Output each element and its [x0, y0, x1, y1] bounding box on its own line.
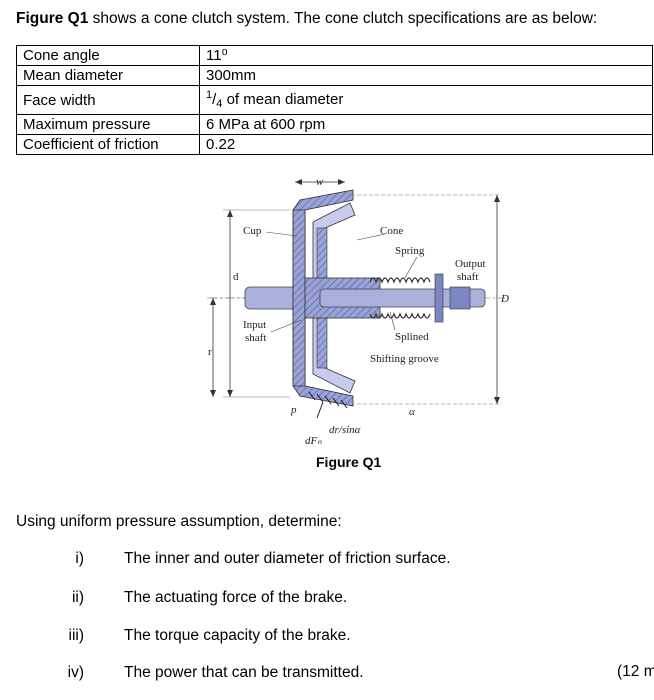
label-output-shaft-1: Output: [455, 258, 486, 270]
label-output-shaft-2: shaft: [457, 271, 478, 283]
dimension-w: [295, 179, 345, 185]
label-D: D: [500, 293, 509, 305]
label-input-shaft-1: Input: [243, 319, 266, 331]
table-row: Face width 1/4 of mean diameter: [16, 85, 653, 115]
spec-label-face-width: Face width: [16, 85, 200, 115]
dimension-r: [207, 297, 265, 397]
question-text: The actuating force of the brake.: [124, 589, 348, 606]
question-number: ii): [71, 589, 84, 606]
label-dr: dr/sinα: [329, 424, 361, 436]
question-text: The inner and outer diameter of friction…: [124, 550, 451, 567]
label-input-shaft-2: shaft: [245, 332, 266, 344]
label-alpha: α: [409, 406, 415, 418]
table-row: Cone angle 11⁰: [16, 45, 653, 66]
spec-value-mean-diameter: 300mm: [199, 65, 653, 86]
spec-value-friction: 0.22: [199, 134, 653, 155]
label-cup: Cup: [243, 225, 262, 237]
spec-label-friction: Coefficient of friction: [16, 134, 200, 155]
question-number: i): [75, 550, 84, 567]
figure-caption: Figure Q1: [316, 454, 382, 470]
question-lead: Using uniform pressure assumption, deter…: [16, 513, 342, 530]
spec-value-cone-angle: 11⁰: [199, 45, 653, 66]
spring: [369, 277, 431, 284]
label-shifting-groove: Shifting groove: [370, 353, 439, 365]
label-p: p: [290, 404, 297, 416]
collar: [449, 286, 471, 310]
label-splined: Splined: [395, 331, 429, 343]
label-spring: Spring: [395, 245, 425, 257]
spec-label-mean-diameter: Mean diameter: [16, 65, 200, 86]
dimension-D: [345, 194, 501, 405]
spec-value-face-width: 1/4 of mean diameter: [199, 85, 653, 115]
label-dFn: dFₙ: [305, 435, 322, 447]
table-row: Mean diameter 300mm: [16, 65, 653, 86]
question-number: iii): [68, 627, 85, 644]
table-row: Coefficient of friction 0.22: [16, 134, 653, 155]
question-text: The power that can be transmitted.: [124, 664, 364, 681]
table-row: Maximum pressure 6 MPa at 600 rpm: [16, 114, 653, 135]
label-d: d: [233, 271, 239, 283]
cone-clutch-figure: d r D w: [205, 170, 515, 470]
spec-label-max-pressure: Maximum pressure: [16, 114, 200, 135]
question-number: iv): [67, 664, 84, 681]
output-shaft: [319, 288, 486, 308]
label-r: r: [208, 346, 212, 358]
spec-value-max-pressure: 6 MPa at 600 rpm: [199, 114, 653, 135]
cone-clutch-diagram: d r D w: [207, 176, 509, 447]
question-text: The torque capacity of the brake.: [124, 627, 351, 644]
intro-paragraph: Figure Q1 shows a cone clutch system. Th…: [16, 10, 597, 28]
marks-label: (12 m: [617, 663, 654, 680]
fraction: 1/4: [206, 89, 223, 110]
label-w: w: [316, 176, 324, 188]
dimension-d: [223, 209, 290, 398]
figure-reference: Figure Q1: [16, 10, 89, 27]
specification-table: Cone angle 11⁰ Mean diameter 300mm Face …: [16, 45, 653, 155]
spring-seat: [434, 273, 444, 323]
label-cone: Cone: [380, 225, 403, 237]
spec-label-cone-angle: Cone angle: [16, 45, 200, 66]
pressure-arrows: [308, 391, 348, 419]
intro-text: shows a cone clutch system. The cone clu…: [88, 10, 598, 27]
